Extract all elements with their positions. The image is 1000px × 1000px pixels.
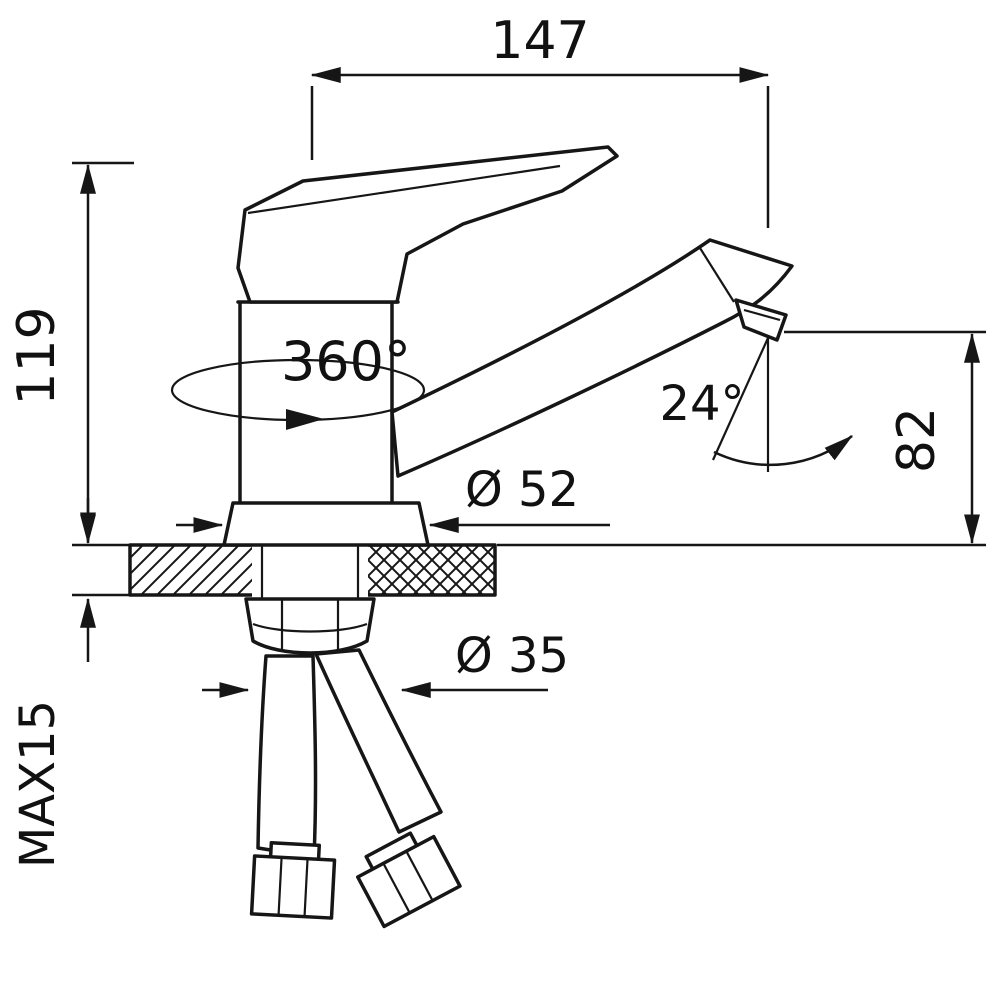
hose-nut-right-facets: [382, 850, 434, 914]
dim52-label: Ø 52: [465, 462, 579, 518]
lever-handle: [236, 145, 619, 304]
spout-head-joint: [699, 247, 735, 303]
lever-ridge: [247, 164, 561, 215]
hose-nut-right-body: [356, 834, 462, 929]
spout: [390, 238, 794, 478]
supply-hoses: [249, 648, 462, 929]
mounting-nut-facets: [280, 600, 340, 650]
mounting-nut-thread-line: [252, 622, 368, 633]
mounting-nut-body: [244, 597, 376, 655]
dim-body-height: 119: [7, 161, 134, 547]
hose-nut-left-facets: [277, 857, 309, 917]
shank-through-hole: [260, 543, 360, 598]
supply-hose-right: [314, 648, 443, 834]
dim-base-diameter: Ø 52: [176, 462, 610, 533]
swivel-arrow-icon: [286, 409, 324, 430]
dimmax-label: MAX15: [10, 700, 66, 868]
dim-outlet-height: 82: [497, 330, 986, 547]
supply-hose-left: [256, 654, 318, 859]
dim147-label: 147: [490, 11, 589, 71]
angle-arc-arrow: [713, 435, 853, 467]
hose-nut-left: [249, 841, 337, 920]
spout-angle-annotation: 24°: [659, 337, 853, 472]
mounting-hole: [252, 541, 368, 599]
countertop: [128, 541, 497, 599]
dim119-label: 119: [7, 306, 67, 405]
aerator-line: [743, 308, 781, 322]
dim-max-thickness: MAX15: [10, 498, 132, 868]
hose-nut-right: [356, 831, 462, 929]
dim-shank-diameter: Ø 35: [202, 628, 569, 698]
angle-ref-slant: [711, 337, 770, 461]
dim82-label: 82: [887, 407, 947, 473]
faucet: [222, 145, 794, 547]
countertop-crosshatch: [368, 545, 495, 595]
mounting-nut: [244, 597, 376, 655]
dim35-label: Ø 35: [455, 628, 569, 684]
swivel-label: 360°: [281, 330, 411, 393]
dim-spout-reach: 147: [310, 11, 770, 228]
aerator-outlet: [734, 298, 788, 342]
spout-angle-label: 24°: [659, 376, 744, 432]
base-flange: [222, 501, 430, 547]
hose-nut-left-body: [249, 854, 337, 920]
swivel-annotation: 360°: [170, 330, 426, 430]
